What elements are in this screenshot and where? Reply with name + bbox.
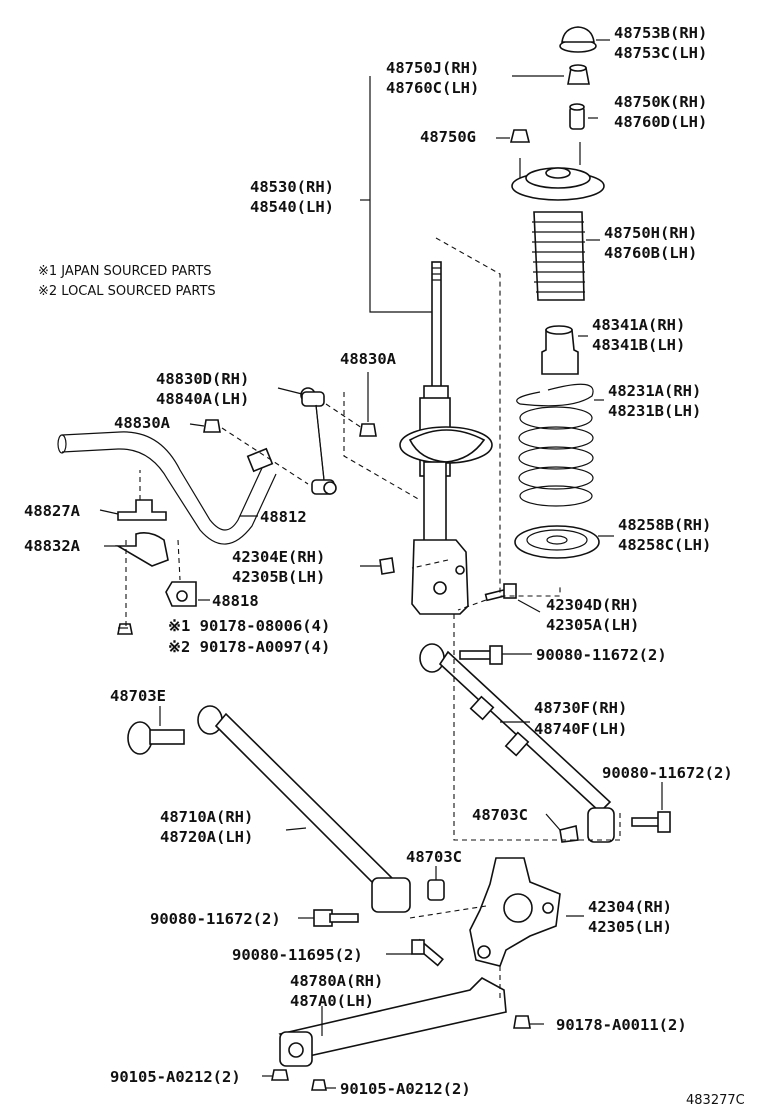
bracket-48827a-part [117, 499, 167, 521]
callout-48530-rh: 48530(RH) [250, 178, 334, 196]
callout-48730f-rh: 48730F(RH) [534, 699, 627, 717]
nut-90105-right-part [311, 1079, 327, 1091]
assembly-line-knuckle [409, 559, 621, 919]
bolt-42304d-part [484, 583, 517, 602]
coil-spring-part [516, 383, 594, 507]
nut-90178-a0011-part [513, 1015, 531, 1029]
bracket-48832a-part [115, 532, 169, 567]
callout-48341b-lh: 48341B(LH) [592, 336, 685, 354]
callout-90080-11695: 90080-11695(2) [232, 946, 363, 964]
nut-90105-left-part [271, 1069, 289, 1081]
bushing-48703c-mid-part [427, 879, 445, 901]
lower-arm-48780a-part [278, 977, 507, 1067]
bushing-48818-part [165, 581, 197, 607]
callout-48703e: 48703E [110, 687, 166, 705]
callout-42305-lh: 42305(LH) [588, 918, 672, 936]
callout-48710a-rh: 48710A(RH) [160, 808, 253, 826]
callout-90080-11672-a: 90080-11672(2) [536, 646, 667, 664]
callout-48827a: 48827A [24, 502, 81, 520]
callout-48760b-lh: 48760B(LH) [604, 244, 697, 262]
callout-48703c-mid: 48703C [406, 848, 462, 866]
bushing-48750k-part [569, 103, 585, 130]
stabilizer-bar-part [57, 431, 277, 545]
callout-48818: 48818 [212, 592, 259, 610]
nut-90178-part [117, 623, 133, 635]
callout-48231a-rh: 48231A(RH) [608, 382, 701, 400]
callout-42304e-rh: 42304E(RH) [232, 548, 325, 566]
callout-48760c-lh: 48760C(LH) [386, 79, 479, 97]
callout-48830a-left: 48830A [114, 414, 171, 432]
bolt-90080-2-part [631, 811, 671, 833]
callout-48830d-rh: 48830D(RH) [156, 370, 249, 388]
dust-boot-part [532, 211, 585, 301]
callout-48720a-lh: 48720A(LH) [160, 828, 253, 846]
callout-48832a: 48832A [24, 537, 81, 555]
callout-48258c-lh: 48258C(LH) [618, 536, 711, 554]
nut-48830a-left-part [203, 419, 221, 433]
spring-seat-part [514, 525, 600, 559]
callout-48750j-rh: 48750J(RH) [386, 59, 479, 77]
callout-90178-a0097: ※2 90178-A0097(4) [168, 638, 330, 656]
upper-support-part [511, 142, 605, 201]
bushing-48703e-part [127, 721, 185, 755]
callout-42305b-lh: 42305B(LH) [232, 568, 325, 586]
dust-cap-part [559, 26, 597, 53]
shock-absorber-part [399, 261, 493, 615]
nut-48750g-part [509, 129, 531, 143]
lower-arm-48710a-part [197, 705, 411, 913]
callout-90080-11672-c: 90080-11672(2) [150, 910, 281, 928]
leader-lines [99, 39, 663, 1089]
bushing-48703c-right-part [559, 825, 579, 843]
callout-48812: 48812 [260, 508, 307, 526]
callout-90105-a0212-left: 90105-A0212(2) [110, 1068, 241, 1086]
callout-487a0-lh: 487A0(LH) [290, 992, 374, 1010]
bump-stopper-part [541, 325, 579, 375]
callout-48703c-right: 48703C [472, 806, 528, 824]
callout-48750g: 48750G [420, 128, 476, 146]
knuckle-42304-part [469, 857, 561, 967]
assembly-line-strut [435, 237, 561, 597]
callout-48750h-rh: 48750H(RH) [604, 224, 697, 242]
callout-48840a-lh: 48840A(LH) [156, 390, 249, 408]
callout-48780a-rh: 48780A(RH) [290, 972, 383, 990]
callout-42304d-rh: 42304D(RH) [546, 596, 639, 614]
callout-48760d-lh: 48760D(LH) [614, 113, 707, 131]
callout-48231b-lh: 48231B(LH) [608, 402, 701, 420]
note-japan: ※1 JAPAN SOURCED PARTS [38, 264, 212, 279]
callout-90178-08006: ※1 90178-08006(4) [168, 617, 330, 635]
bolt-42304e-part [379, 557, 395, 575]
callout-42304-rh: 42304(RH) [588, 898, 672, 916]
callout-90105-a0212-right: 90105-A0212(2) [340, 1080, 471, 1098]
figure-id: 483277C [686, 1093, 745, 1108]
note-local: ※2 LOCAL SOURCED PARTS [38, 284, 216, 299]
nut-48750j-part [567, 64, 590, 85]
callout-48753c-lh: 48753C(LH) [614, 44, 707, 62]
assembly-line-stab [221, 403, 363, 485]
callout-90080-11672-b: 90080-11672(2) [602, 764, 733, 782]
callout-42305a-lh: 42305A(LH) [546, 616, 639, 634]
bolt-90080-3-part [313, 909, 359, 927]
lateral-link-48730f-part [419, 643, 615, 843]
nut-48830a-top-part [359, 423, 377, 437]
callout-48258b-rh: 48258B(RH) [618, 516, 711, 534]
callout-48740f-lh: 48740F(LH) [534, 720, 627, 738]
bolt-90080-4-part [411, 938, 444, 967]
bolt-90080-1-part [459, 645, 503, 665]
callout-48750k-rh: 48750K(RH) [614, 93, 707, 111]
callout-90178-a0011: 90178-A0011(2) [556, 1016, 687, 1034]
callout-48540-lh: 48540(LH) [250, 198, 334, 216]
assembly-line-link [343, 392, 421, 501]
callout-48753b-rh: 48753B(RH) [614, 24, 707, 42]
stabilizer-link-part [300, 387, 337, 495]
assembly-line-bracket [125, 470, 181, 630]
callout-48830a-top: 48830A [340, 350, 397, 368]
callout-48341a-rh: 48341A(RH) [592, 316, 685, 334]
